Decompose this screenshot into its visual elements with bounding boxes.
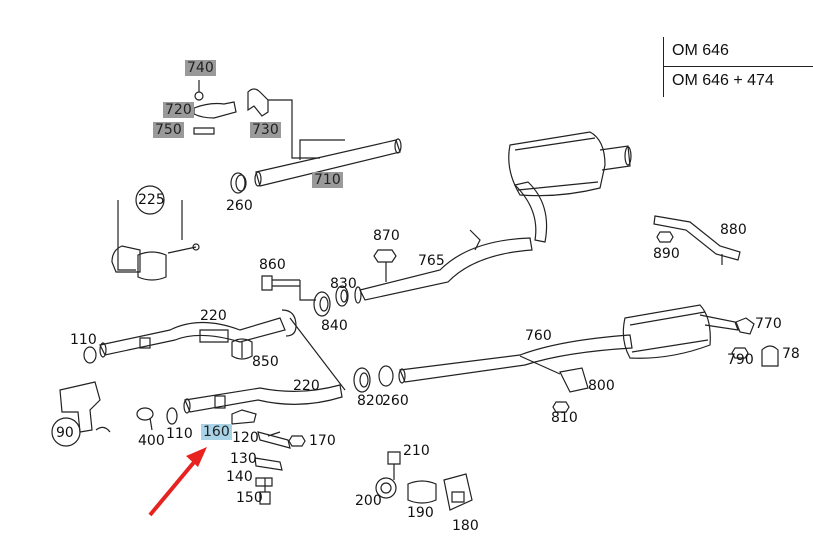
part-label-180[interactable]: 180 — [452, 518, 479, 534]
part-label-140[interactable]: 140 — [226, 469, 253, 485]
part-label-78[interactable]: 78 — [782, 346, 800, 362]
variant-row-1: OM 646 — [664, 37, 813, 67]
part-label-110-lower[interactable]: 110 — [166, 426, 193, 442]
part-label-170[interactable]: 170 — [309, 433, 336, 449]
part-label-800[interactable]: 800 — [588, 378, 615, 394]
part-label-220-upper[interactable]: 220 — [200, 308, 227, 324]
part-label-840[interactable]: 840 — [321, 318, 348, 334]
pipe-220-upper — [83, 309, 346, 391]
bracket-800 — [519, 355, 589, 413]
hanger-group — [193, 80, 320, 159]
pipe-220-lower — [183, 384, 343, 414]
parts-180-210 — [375, 451, 473, 511]
part-label-720[interactable]: 720 — [163, 102, 194, 118]
part-label-210[interactable]: 210 — [403, 443, 430, 459]
ring-110-lower — [166, 407, 178, 425]
part-label-820[interactable]: 820 — [357, 393, 384, 409]
part-label-740[interactable]: 740 — [185, 60, 216, 76]
pipe-765 — [354, 131, 632, 304]
part-label-790[interactable]: 790 — [727, 352, 754, 368]
part-label-225[interactable]: 225 — [138, 192, 165, 208]
part-label-150[interactable]: 150 — [236, 490, 263, 506]
part-label-730[interactable]: 730 — [250, 122, 281, 138]
part-label-770[interactable]: 770 — [755, 316, 782, 332]
part-label-110-upper[interactable]: 110 — [70, 332, 97, 348]
mount-225 — [111, 185, 200, 281]
part-label-880[interactable]: 880 — [720, 222, 747, 238]
bracket-880 — [653, 215, 741, 265]
bracket-90 — [51, 381, 111, 447]
part-label-710[interactable]: 710 — [312, 172, 343, 188]
part-label-760[interactable]: 760 — [525, 328, 552, 344]
part-label-130[interactable]: 130 — [230, 451, 257, 467]
part-label-90[interactable]: 90 — [56, 425, 74, 441]
part-label-200[interactable]: 200 — [355, 493, 382, 509]
red-pointer-arrow — [148, 447, 207, 517]
part-label-890[interactable]: 890 — [653, 246, 680, 262]
part-label-260-top[interactable]: 260 — [226, 198, 253, 214]
engine-variant-box: OM 646 OM 646 + 474 — [663, 37, 813, 97]
clamp-850 — [231, 338, 253, 360]
part-label-765[interactable]: 765 — [418, 253, 445, 269]
part-label-260-lower[interactable]: 260 — [382, 393, 409, 409]
clamp-260-top — [230, 172, 247, 194]
part-label-810[interactable]: 810 — [551, 410, 578, 426]
part-label-190[interactable]: 190 — [407, 505, 434, 521]
rings-830-840 — [299, 280, 349, 317]
part-label-830[interactable]: 830 — [330, 276, 357, 292]
part-label-860[interactable]: 860 — [259, 257, 286, 273]
parts-130-150 — [254, 457, 283, 505]
part-label-850[interactable]: 850 — [252, 354, 279, 370]
part-label-160-selected[interactable]: 160 — [201, 424, 232, 440]
part-label-750[interactable]: 750 — [153, 122, 184, 138]
clamp-400 — [136, 407, 154, 431]
part-label-220-lower[interactable]: 220 — [293, 378, 320, 394]
part-label-400[interactable]: 400 — [138, 433, 165, 449]
pipe-710 — [254, 138, 402, 187]
part-label-870[interactable]: 870 — [373, 228, 400, 244]
part-label-120[interactable]: 120 — [232, 430, 259, 446]
bracket-120 — [231, 409, 306, 449]
rings-820-260 — [353, 365, 394, 393]
variant-row-2: OM 646 + 474 — [672, 72, 774, 89]
pipe-760 — [398, 304, 779, 384]
nut-870 — [373, 249, 397, 263]
bolt-860 — [261, 275, 300, 291]
